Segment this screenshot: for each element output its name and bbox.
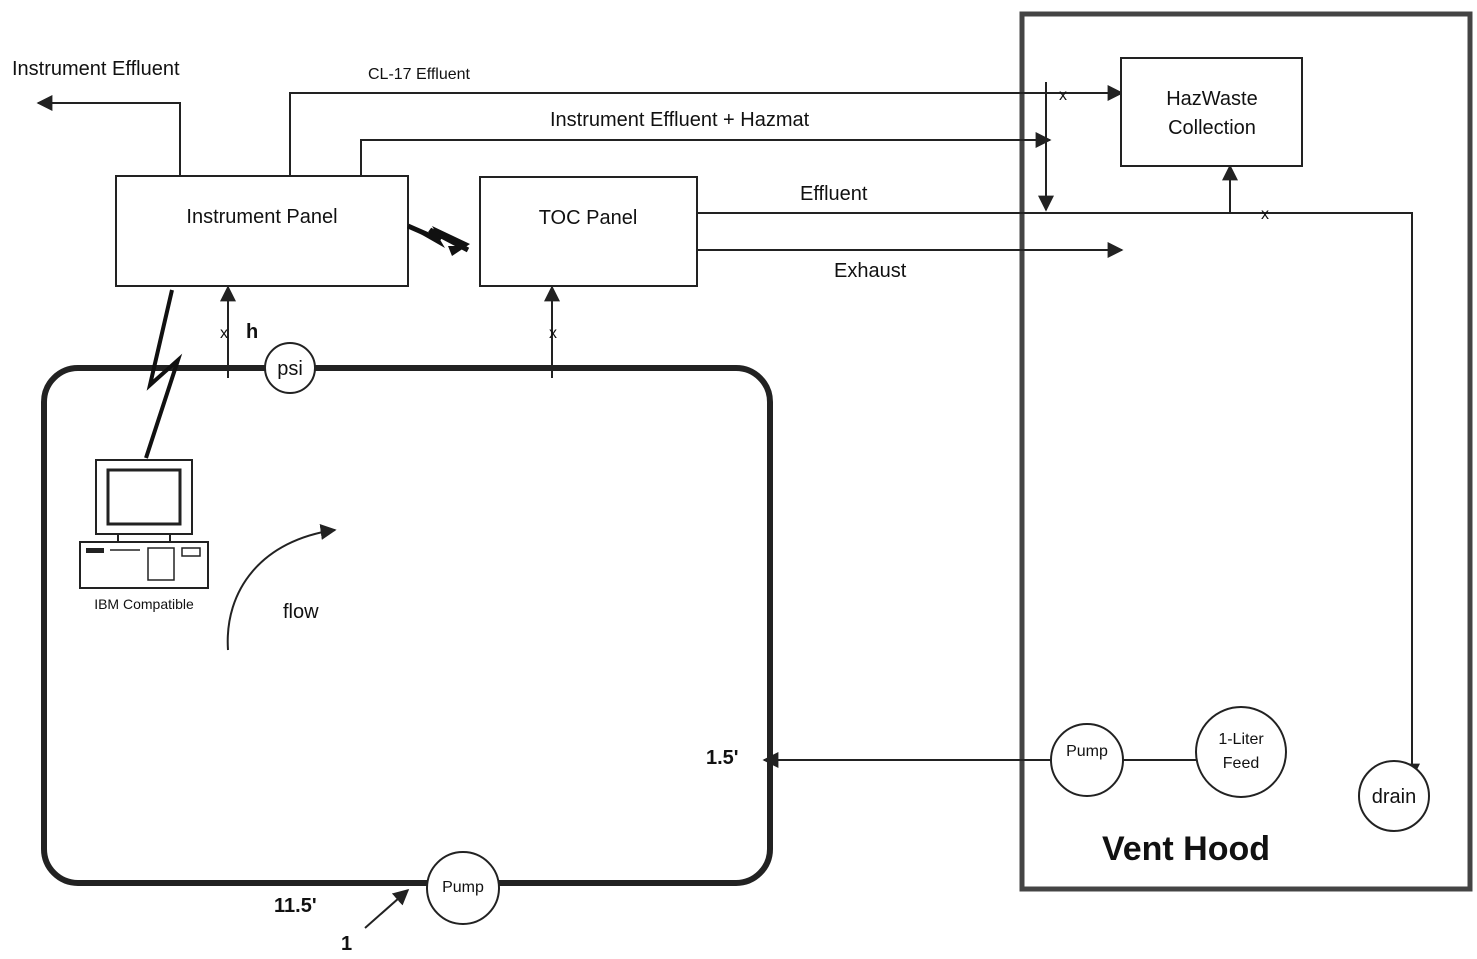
effluent-line xyxy=(686,212,1420,780)
flow-direction-arrow xyxy=(226,524,337,651)
flow-label: flow xyxy=(283,601,319,623)
dim-1-5-label: 1.5' xyxy=(706,747,739,769)
toc-panel-label: TOC Panel xyxy=(539,207,638,229)
instrument-effluent-line xyxy=(36,95,181,175)
point-1-label: 1 xyxy=(341,933,352,955)
valve-x-toc: x xyxy=(549,325,557,342)
toc-panel xyxy=(479,176,698,287)
loop-pump xyxy=(426,851,500,925)
cl17-effluent-line xyxy=(289,85,1124,180)
instrument-panel-label: Instrument Panel xyxy=(186,206,337,228)
effluent-label: Effluent xyxy=(800,183,868,205)
dim-11-5-label: 11.5' xyxy=(274,895,317,917)
drain xyxy=(1358,760,1430,832)
instrument-panel xyxy=(115,175,409,287)
psi-label: psi xyxy=(277,358,303,380)
computer-icon xyxy=(79,459,209,589)
feed-label-1: 1-Liter xyxy=(1218,731,1264,748)
hazmat-label: Instrument Effluent + Hazmat xyxy=(550,109,810,131)
ibm-compatible-label: IBM Compatible xyxy=(94,596,194,612)
panel-link-bolt-icon xyxy=(406,223,470,253)
valve-x-cl17: x xyxy=(1059,87,1067,104)
hazmat-line xyxy=(360,132,1052,177)
feed-vessel xyxy=(1195,706,1287,798)
hazwaste-label-2: Collection xyxy=(1168,117,1256,139)
psi-gauge xyxy=(264,342,316,394)
cl17-effluent-label: CL-17 Effluent xyxy=(368,66,471,83)
loop-pipe xyxy=(41,365,773,886)
valve-x-effluent: x xyxy=(1261,206,1269,223)
feed-label-2: Feed xyxy=(1223,755,1259,772)
drain-label: drain xyxy=(1372,786,1416,808)
exhaust-label: Exhaust xyxy=(834,260,907,282)
hood-pump xyxy=(1050,723,1124,797)
loop-pump-label: Pump xyxy=(442,879,484,896)
valve-x-h: x xyxy=(220,325,228,342)
h-label: h xyxy=(246,321,258,343)
hazwaste-collection-box xyxy=(1120,57,1303,167)
computer-link-bolt-icon xyxy=(144,289,183,459)
hazwaste-label-1: HazWaste xyxy=(1166,88,1258,110)
vent-hood-label: Vent Hood xyxy=(1102,830,1270,868)
vent-hood-enclosure xyxy=(1019,11,1473,892)
hood-pump-label: Pump xyxy=(1066,743,1108,760)
instrument-effluent-label: Instrument Effluent xyxy=(12,58,180,80)
point-1-arrow xyxy=(364,888,410,929)
